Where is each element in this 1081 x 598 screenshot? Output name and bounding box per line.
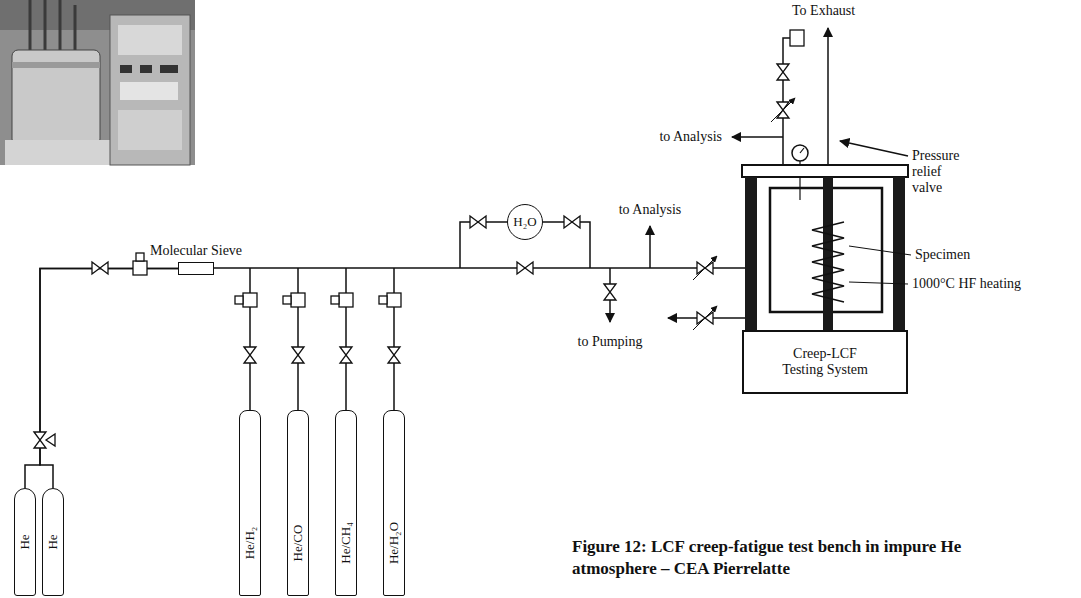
flow-label: to Analysis (659, 129, 722, 145)
pressure-regulator (283, 293, 305, 307)
test-chamber (742, 145, 908, 330)
pressure-regulator (379, 296, 387, 304)
valve (34, 432, 46, 448)
pressure-regulator (291, 293, 305, 307)
leader-line (849, 246, 911, 284)
gas-bottle: He/CO (287, 410, 309, 596)
component-label: 1000°C HF heating (912, 276, 1021, 292)
node-text: He/H₂ (242, 527, 258, 560)
pressure-regulator (331, 296, 339, 304)
helium-cylinder: He (42, 488, 64, 596)
valve (34, 30, 804, 448)
lab-photo (0, 0, 195, 165)
valve (777, 64, 789, 80)
lab-photo (5, 140, 110, 165)
gas-line (732, 136, 783, 138)
valve (604, 284, 616, 300)
pressure-regulator (331, 293, 353, 307)
valve (292, 347, 304, 363)
lab-photo (118, 110, 182, 150)
flow-label: To Exhaust (792, 3, 855, 19)
lab-photo (120, 65, 132, 73)
pressure-regulator (243, 293, 257, 307)
pressure-regulator (235, 293, 257, 307)
test-chamber (799, 177, 800, 200)
lab-photo (118, 25, 182, 55)
pressure-regulator (339, 293, 353, 307)
pressure-regulator (133, 253, 401, 307)
humidifier-vessel: H₂O (507, 204, 543, 240)
gas-bottle: He/CH₄ (335, 410, 357, 596)
flow-label: to Pumping (578, 334, 643, 350)
node-text: H₂O (513, 214, 536, 230)
lab-photo (12, 62, 100, 68)
component-label: Pressure relief valve (912, 148, 970, 196)
valve (564, 216, 580, 228)
test-chamber (742, 165, 908, 177)
testing-system-box: Creep-LCF Testing System (742, 330, 908, 394)
pressure-regulator (133, 253, 147, 275)
gas-line (214, 28, 908, 410)
helium-cylinder: He (14, 488, 36, 596)
node-text: He/CH₄ (338, 523, 354, 564)
node-text: He/CO (290, 525, 306, 562)
valve (92, 262, 108, 274)
lab-photo (12, 50, 100, 145)
node-text: Creep-LCF Testing System (782, 346, 868, 378)
test-chamber (812, 222, 844, 302)
valve (340, 347, 352, 363)
gas-line (840, 141, 908, 156)
lab-photo (140, 65, 152, 73)
gas-line (250, 268, 394, 410)
pressure-regulator (379, 293, 401, 307)
pressure-regulator (136, 253, 144, 261)
pressure-regulator (283, 296, 291, 304)
gas-bottle: He/H₂O (383, 410, 405, 596)
adjust-arrow (771, 98, 795, 122)
molecular-sieve: Molecular Sieve (178, 262, 214, 275)
adjust-arrow (693, 256, 717, 280)
gas-pipe (40, 269, 178, 489)
test-chamber (745, 177, 757, 330)
lab-photo (30, 0, 75, 55)
figure-caption: Figure 12: LCF creep-fatigue test bench … (572, 536, 1002, 580)
valve (244, 347, 256, 363)
valve (517, 262, 533, 274)
node-text: He (17, 534, 33, 549)
node-text: He (45, 534, 61, 549)
gas-bottle: He/H₂ (239, 410, 261, 596)
lab-photo (110, 15, 190, 165)
component-label: Specimen (915, 247, 970, 263)
lab-photo (120, 82, 178, 100)
test-chamber (823, 177, 833, 330)
flow-label: to Analysis (619, 202, 682, 218)
gas-pipe (25, 269, 178, 489)
valve (388, 347, 400, 363)
leader-line (849, 246, 911, 255)
test-chamber (800, 148, 804, 165)
pressure-regulator (387, 293, 401, 307)
pressure-regulator (235, 296, 243, 304)
pressure-regulator (133, 261, 147, 275)
lab-photo (0, 0, 195, 165)
node-text: Molecular Sieve (150, 243, 242, 259)
gas-line (649, 226, 651, 268)
node-text: He/H₂O (386, 522, 402, 564)
leader-line (849, 282, 908, 284)
gas-line (214, 267, 745, 269)
gas-line (827, 28, 829, 165)
adjust-arrow (693, 306, 717, 330)
valve (46, 434, 55, 446)
valve (790, 30, 804, 46)
lab-photo (160, 65, 178, 73)
valve (470, 216, 486, 228)
